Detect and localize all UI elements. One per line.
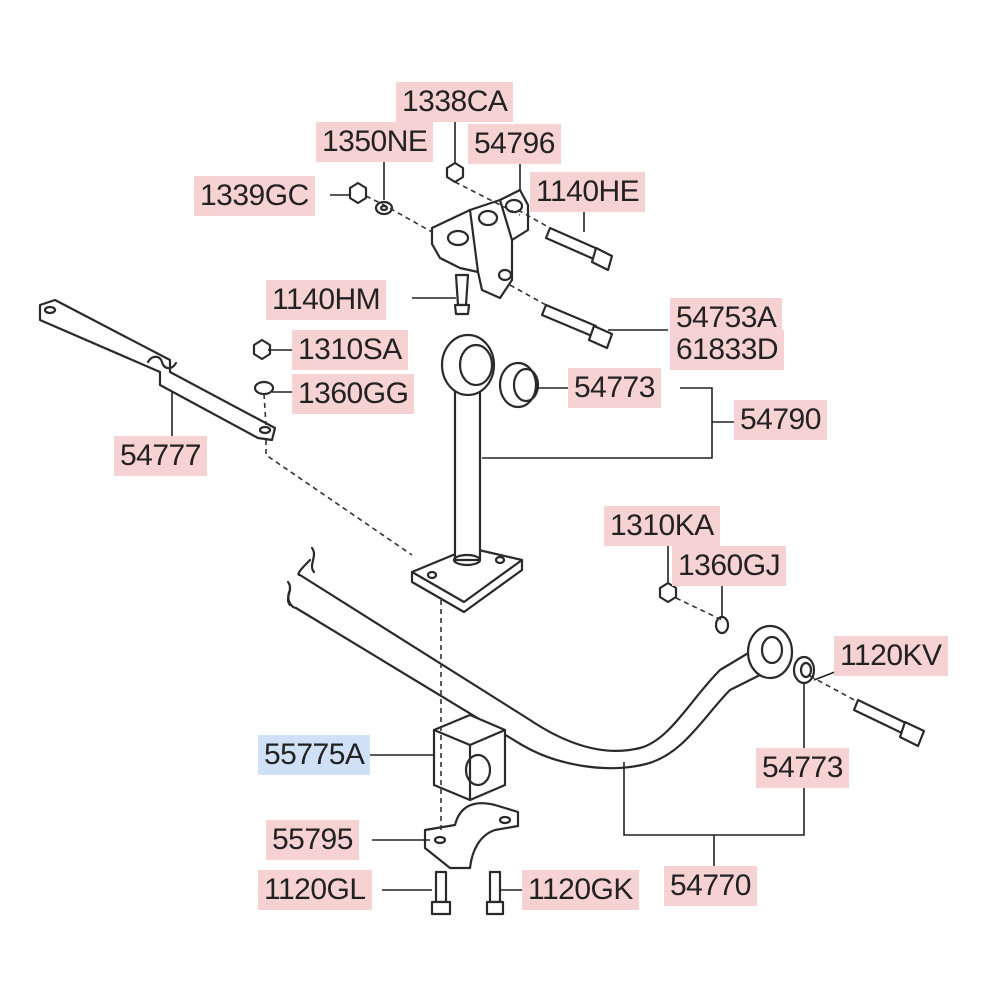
bolt-54753A-drawing	[540, 303, 614, 350]
part-label-61833D[interactable]: 61833D	[670, 330, 785, 370]
part-label-1310SA[interactable]: 1310SA	[292, 330, 408, 370]
part-label-1310KA[interactable]: 1310KA	[604, 506, 720, 546]
washer-1350NE-drawing	[374, 200, 394, 216]
part-label-1338CA[interactable]: 1338CA	[396, 82, 514, 122]
part-label-1350NE[interactable]: 1350NE	[316, 122, 434, 162]
bushing-55775A-drawing	[432, 713, 507, 802]
bolt-1120KV-drawing	[852, 698, 926, 748]
part-label-1140HM[interactable]: 1140HM	[266, 280, 387, 320]
stabilizer-bar-54770-drawing	[286, 546, 794, 770]
part-label-54796[interactable]: 54796	[468, 124, 561, 164]
part-label-1120GL[interactable]: 1120GL	[258, 870, 372, 910]
part-label-55795[interactable]: 55795	[266, 820, 359, 860]
washer-1360GG-drawing	[253, 380, 275, 396]
bushing-54773-lower-drawing	[792, 655, 816, 685]
bushing-54773-upper-drawing	[498, 361, 540, 409]
clamp-55795-drawing	[423, 802, 520, 870]
part-label-1120KV[interactable]: 1120KV	[834, 636, 948, 676]
bracket-54796-drawing	[430, 188, 530, 300]
leader-lines	[171, 120, 841, 891]
nut-1310SA-drawing	[252, 338, 272, 361]
washer-1360GJ-drawing	[714, 615, 730, 635]
nut-1338CA-drawing	[445, 161, 465, 184]
bolt-1120GK-drawing	[485, 870, 505, 916]
nut-1339GC-drawing	[348, 181, 368, 205]
bolt-1140HE-drawing	[544, 226, 614, 272]
part-label-1140HE[interactable]: 1140HE	[530, 172, 646, 212]
part-label-54770[interactable]: 54770	[664, 866, 757, 906]
bolt-1120GL-drawing	[430, 870, 452, 916]
part-label-54773-lower[interactable]: 54773	[756, 748, 849, 788]
part-label-55775A[interactable]: 55775A	[258, 735, 371, 775]
bar-54777-drawing	[38, 298, 277, 442]
part-label-54790[interactable]: 54790	[734, 400, 827, 440]
part-label-1360GG[interactable]: 1360GG	[292, 374, 415, 414]
part-label-1120GK[interactable]: 1120GK	[522, 870, 639, 910]
bolt-1140HM-drawing	[453, 273, 471, 316]
part-label-1339GC[interactable]: 1339GC	[194, 176, 315, 216]
part-label-1360GJ[interactable]: 1360GJ	[672, 546, 787, 586]
part-label-54777[interactable]: 54777	[114, 436, 207, 476]
link-54790-drawing	[410, 333, 524, 614]
part-label-54773-upper[interactable]: 54773	[568, 368, 661, 408]
